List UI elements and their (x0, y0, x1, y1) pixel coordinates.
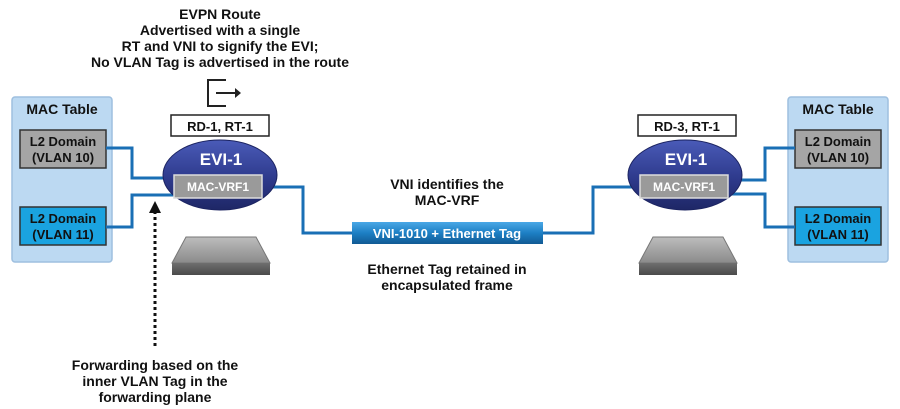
left-rd-rt-label: RD-1, RT-1 (187, 119, 253, 134)
svg-text:L2 Domain: L2 Domain (30, 211, 97, 226)
svg-text:(VLAN 11): (VLAN 11) (807, 227, 868, 242)
svg-text:VNI identifies the: VNI identifies the (390, 176, 504, 192)
svg-text:forwarding plane: forwarding plane (99, 389, 212, 405)
connection-lines (106, 146, 795, 235)
svg-text:L2 Domain: L2 Domain (805, 134, 872, 149)
forwarding-note: Forwarding based on the inner VLAN Tag i… (72, 357, 239, 405)
note-line-1: EVPN Route (179, 6, 261, 22)
export-icon (207, 79, 241, 107)
tunnel-bar (352, 222, 543, 244)
forwarding-arrow (149, 201, 161, 346)
left-evi-label: EVI-1 (200, 150, 243, 169)
svg-text:MAC-VRF: MAC-VRF (415, 192, 480, 208)
right-rd-rt-box (637, 114, 737, 137)
svg-text:(VLAN 10): (VLAN 10) (807, 150, 869, 165)
right-vlan11-link (724, 192, 795, 229)
evpn-route-note: EVPN Route Advertised with a single RT a… (91, 6, 349, 70)
tunnel-label: VNI-1010 + Ethernet Tag (373, 226, 521, 241)
right-evi-label: EVI-1 (665, 150, 708, 169)
svg-text:Forwarding based on the: Forwarding based on the (72, 357, 239, 373)
note-line-3: RT and VNI to signify the EVI; (122, 38, 319, 54)
left-mac-vrf-label: MAC-VRF1 (187, 180, 249, 194)
ethernet-tag-note: Ethernet Tag retained in encapsulated fr… (367, 261, 526, 293)
right-tunnel-link (543, 185, 640, 235)
left-device-base (171, 236, 271, 275)
left-tunnel-link (263, 185, 352, 235)
svg-text:(VLAN 11): (VLAN 11) (32, 227, 93, 242)
right-mac-vrf-label: MAC-VRF1 (653, 180, 715, 194)
svg-text:L2 Domain: L2 Domain (805, 211, 872, 226)
right-vlan10-link (724, 146, 795, 182)
left-vlan11-domain: L2 Domain (VLAN 11) (19, 206, 107, 246)
note-line-4: No VLAN Tag is advertised in the route (91, 54, 349, 70)
right-table-title: MAC Table (802, 101, 874, 117)
svg-text:inner VLAN Tag in the: inner VLAN Tag in the (82, 373, 227, 389)
right-device: RD-3, RT-1 EVI-1 MAC-VRF1 (627, 114, 743, 275)
left-rd-rt-box (170, 114, 270, 137)
svg-text:(VLAN 10): (VLAN 10) (32, 150, 94, 165)
right-mac-table: MAC Table L2 Domain (VLAN 10) L2 Domain … (787, 96, 889, 263)
left-vlan10-domain: L2 Domain (VLAN 10) (19, 129, 107, 169)
right-rd-rt-label: RD-3, RT-1 (654, 119, 720, 134)
left-mac-table: MAC Table L2 Domain (VLAN 10) L2 Domain … (11, 96, 113, 263)
svg-text:L2 Domain: L2 Domain (30, 134, 97, 149)
right-mac-vrf-box (639, 174, 729, 199)
right-device-base (638, 236, 738, 275)
left-vlan11-link (106, 193, 182, 229)
arrow-head-icon (149, 201, 161, 213)
left-vlan10-link (106, 146, 182, 180)
vni-tunnel: VNI-1010 + Ethernet Tag (352, 222, 543, 244)
vni-note: VNI identifies the MAC-VRF (390, 176, 504, 208)
right-vlan11-domain: L2 Domain (VLAN 11) (794, 206, 882, 246)
note-line-2: Advertised with a single (140, 22, 300, 38)
right-vlan10-domain: L2 Domain (VLAN 10) (794, 129, 882, 169)
left-device: RD-1, RT-1 EVI-1 MAC-VRF1 (162, 114, 278, 275)
svg-text:Ethernet Tag retained in: Ethernet Tag retained in (367, 261, 526, 277)
left-mac-vrf-box (173, 174, 263, 199)
svg-text:encapsulated frame: encapsulated frame (381, 277, 513, 293)
left-table-title: MAC Table (26, 101, 98, 117)
